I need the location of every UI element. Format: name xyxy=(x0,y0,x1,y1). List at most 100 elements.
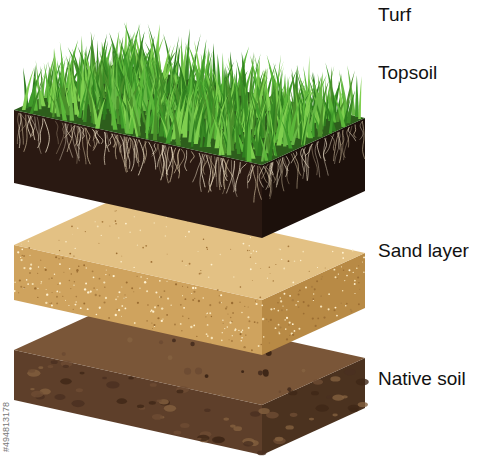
sand-grain xyxy=(167,297,169,299)
sand-grain xyxy=(192,299,194,301)
grass-root xyxy=(93,130,95,141)
grass-root xyxy=(344,126,352,160)
sand-grain xyxy=(97,225,99,227)
sand-grain xyxy=(211,337,213,339)
sand-grain xyxy=(51,277,53,279)
sand-grain xyxy=(166,314,168,316)
soil-clump xyxy=(275,437,284,442)
sand-grain xyxy=(83,264,85,266)
grass-root xyxy=(67,125,75,151)
sand-grain xyxy=(255,263,256,264)
sand-grain xyxy=(54,274,55,275)
grass-root xyxy=(173,148,179,173)
sand-grain xyxy=(333,269,335,271)
grass-root xyxy=(303,148,307,180)
sand-grain xyxy=(157,317,159,319)
sand-grain xyxy=(348,269,350,271)
grass-root xyxy=(97,130,103,144)
grass-root xyxy=(166,147,172,174)
sand-grain xyxy=(144,281,146,283)
sand-grain xyxy=(263,336,265,338)
sand-grain xyxy=(123,297,124,298)
grass-blade xyxy=(333,92,346,127)
sand-grain xyxy=(256,251,257,252)
sand-grain xyxy=(217,289,219,291)
sand-grain xyxy=(131,287,133,289)
soil-clump xyxy=(197,438,202,440)
sand-grain xyxy=(23,267,25,269)
grass-blade xyxy=(95,96,106,129)
sand-grain xyxy=(223,323,224,324)
sand-grain xyxy=(154,306,156,308)
sand-grain xyxy=(162,318,163,319)
sand-grain xyxy=(85,283,87,285)
sand-grain xyxy=(315,325,317,327)
sand-grain xyxy=(305,286,307,288)
sand-grain xyxy=(321,276,323,278)
soil-clump xyxy=(62,352,66,356)
soil-clump xyxy=(204,409,211,412)
sand-grain xyxy=(161,307,163,309)
grass-blade xyxy=(204,121,210,147)
sand-grain xyxy=(49,303,50,304)
sand-grain xyxy=(227,314,228,315)
sand-grain xyxy=(70,288,71,289)
sand-grain xyxy=(268,321,269,322)
sand-grain xyxy=(189,263,191,265)
sand-grain xyxy=(115,210,117,212)
soil-clump xyxy=(273,437,286,444)
sand-grain xyxy=(231,302,233,304)
sand-grain xyxy=(18,292,19,293)
sand-grain xyxy=(115,223,116,224)
soil-clump xyxy=(309,418,314,421)
sand-grain xyxy=(99,295,101,297)
sand-grain xyxy=(152,311,154,313)
sand-grain xyxy=(280,300,282,302)
sand-grain xyxy=(159,296,161,298)
sand-grain xyxy=(121,286,122,287)
soil-clump xyxy=(313,379,323,385)
sand-grain xyxy=(249,250,251,252)
grass-blade xyxy=(355,75,359,117)
sand-grain xyxy=(75,301,76,302)
sand-grain xyxy=(312,298,314,300)
sand-grain xyxy=(332,251,333,252)
sand-grain xyxy=(45,269,47,271)
sand-grain xyxy=(105,274,106,275)
sand-grain xyxy=(164,290,166,292)
sand-grain xyxy=(145,245,147,247)
sand-grain xyxy=(99,307,101,309)
sand-grain xyxy=(241,331,243,333)
sand-grain xyxy=(40,260,41,261)
grass-root xyxy=(159,145,162,175)
sand-grain xyxy=(294,261,295,262)
grass-root xyxy=(190,151,194,162)
sand-grain xyxy=(206,247,208,249)
sand-grain xyxy=(121,316,122,317)
sand-grain xyxy=(328,293,330,295)
sand-grain xyxy=(20,243,22,245)
grass-blade xyxy=(301,110,310,147)
sand-grain xyxy=(29,255,30,256)
sand-grain xyxy=(19,279,21,281)
sand-grain xyxy=(307,305,309,307)
sand-grain xyxy=(124,294,125,295)
soil-clump xyxy=(197,435,209,442)
sand-grain xyxy=(283,268,285,270)
soil-clump xyxy=(356,379,369,386)
soil-clump xyxy=(358,402,368,407)
soil-clump xyxy=(348,405,360,411)
sand-grain xyxy=(146,320,148,322)
soil-clump xyxy=(60,378,72,384)
sand-grain xyxy=(340,302,341,303)
grass-root xyxy=(265,166,276,180)
soil-clump xyxy=(80,372,85,375)
sand-grain xyxy=(273,308,275,310)
sand-grain xyxy=(203,239,204,240)
soil-clump xyxy=(177,390,184,394)
soil-clump xyxy=(76,388,83,392)
grass-blade xyxy=(52,95,55,118)
sand-grain xyxy=(108,317,110,319)
soil-clump xyxy=(30,388,35,390)
